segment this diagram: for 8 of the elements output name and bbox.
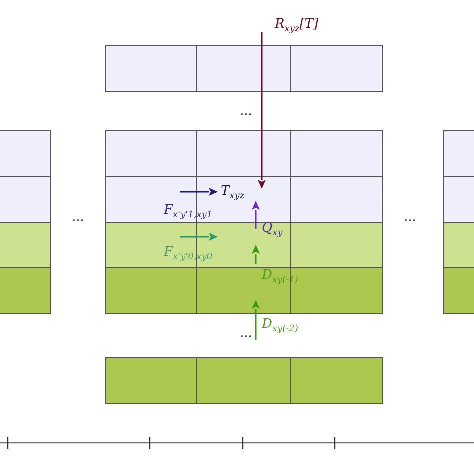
math-label: D$_{xy(-2)}$ — [262, 317, 298, 337]
math-label: Q$_{xy}$ — [262, 221, 283, 241]
ellipsis: ... — [72, 210, 84, 226]
ellipsis: ... — [404, 210, 416, 226]
math-label: T$_{xyz}$ — [221, 184, 245, 204]
ellipsis: ... — [240, 104, 252, 120]
ellipsis: ... — [240, 326, 252, 342]
math-label: R$_{xyz}$[T] — [275, 17, 319, 37]
